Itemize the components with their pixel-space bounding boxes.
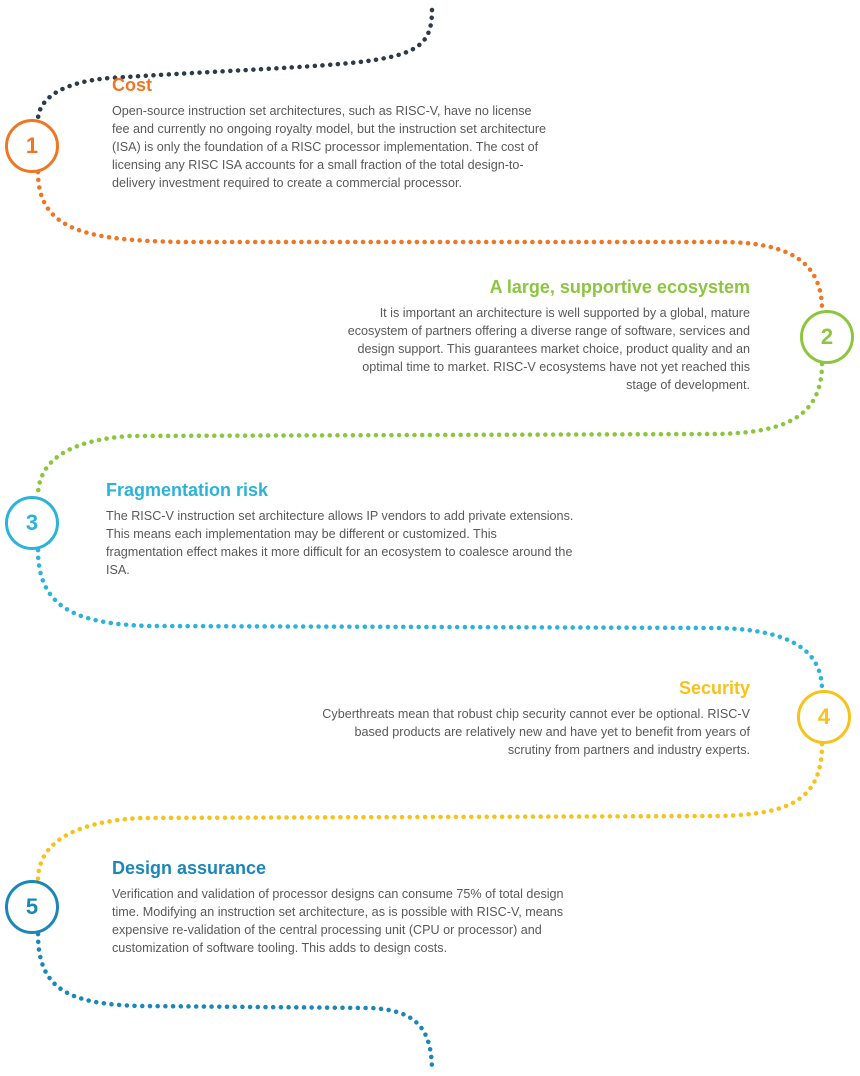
path-segment-3 bbox=[35, 547, 825, 693]
step-block-4: Security Cyberthreats mean that robust c… bbox=[320, 677, 750, 759]
step-description: It is important an architecture is well … bbox=[347, 306, 750, 392]
step-badge-2: 2 bbox=[800, 310, 854, 364]
step-title: Fragmentation risk bbox=[106, 480, 269, 500]
path-segment-4 bbox=[35, 741, 825, 883]
step-badge-4: 4 bbox=[797, 690, 851, 744]
step-description: Open-source instruction set architecture… bbox=[112, 104, 547, 190]
step-number: 5 bbox=[25, 894, 39, 919]
step-badge-1: 1 bbox=[5, 119, 59, 173]
step-number: 4 bbox=[817, 704, 831, 729]
step-title: A large, supportive ecosystem bbox=[489, 277, 750, 297]
step-block-3: Fragmentation risk The RISC-V instructio… bbox=[106, 479, 576, 579]
path-segment-1 bbox=[35, 169, 825, 313]
path-segment-5 bbox=[35, 931, 435, 1075]
step-number: 3 bbox=[25, 510, 39, 535]
step-badge-3: 3 bbox=[5, 496, 59, 550]
step-description: Verification and validation of processor… bbox=[112, 887, 564, 955]
step-description: Cyberthreats mean that robust chip secur… bbox=[322, 707, 750, 757]
step-title: Security bbox=[678, 678, 750, 698]
step-description: The RISC-V instruction set architecture … bbox=[106, 509, 574, 577]
step-block-2: A large, supportive ecosystem It is impo… bbox=[330, 276, 750, 394]
step-number: 2 bbox=[820, 324, 834, 349]
step-block-1: Cost Open-source instruction set archite… bbox=[112, 74, 552, 192]
step-badge-5: 5 bbox=[5, 880, 59, 934]
step-title: Design assurance bbox=[112, 858, 267, 878]
step-block-5: Design assurance Verification and valida… bbox=[112, 857, 587, 957]
step-title: Cost bbox=[112, 75, 152, 95]
step-number: 1 bbox=[25, 133, 39, 158]
